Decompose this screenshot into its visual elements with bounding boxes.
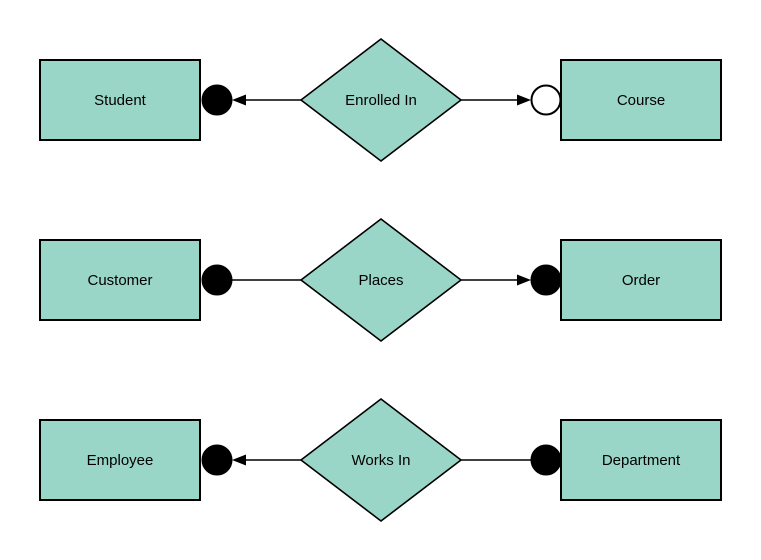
left-arrowhead-icon — [232, 94, 246, 106]
entity-student-label: Student — [94, 92, 147, 109]
cardinality-dot-right — [530, 444, 562, 476]
entity-customer-label: Customer — [87, 272, 152, 289]
cardinality-circle-right — [530, 84, 562, 116]
left-arrowhead-icon — [232, 454, 246, 466]
entity-department-box — [560, 419, 722, 501]
entity-student-box — [39, 59, 201, 141]
relationship-row-employee-department: Employee Works In Department — [39, 397, 722, 523]
entity-department-label: Department — [602, 452, 681, 469]
relationship-row-customer-order: Customer Places Order — [39, 217, 722, 343]
relationship-row-student-course: Student Enrolled In Course — [39, 37, 722, 163]
entity-course-box — [560, 59, 722, 141]
entity-order-label: Order — [622, 272, 660, 289]
cardinality-dot-left — [201, 84, 233, 116]
right-arrowhead-icon — [517, 274, 531, 286]
cardinality-dot-left — [201, 264, 233, 296]
entity-customer-box — [39, 239, 201, 321]
entity-employee-box — [39, 419, 201, 501]
right-arrowhead-icon — [517, 94, 531, 106]
entity-order-box — [560, 239, 722, 321]
relationship-works-in-label: Works In — [352, 452, 411, 469]
relationship-enrolled-in-label: Enrolled In — [345, 92, 417, 109]
entity-employee-label: Employee — [87, 452, 154, 469]
cardinality-dot-left — [201, 444, 233, 476]
cardinality-dot-right — [530, 264, 562, 296]
relationship-places-label: Places — [358, 272, 403, 289]
entity-course-label: Course — [617, 92, 665, 109]
